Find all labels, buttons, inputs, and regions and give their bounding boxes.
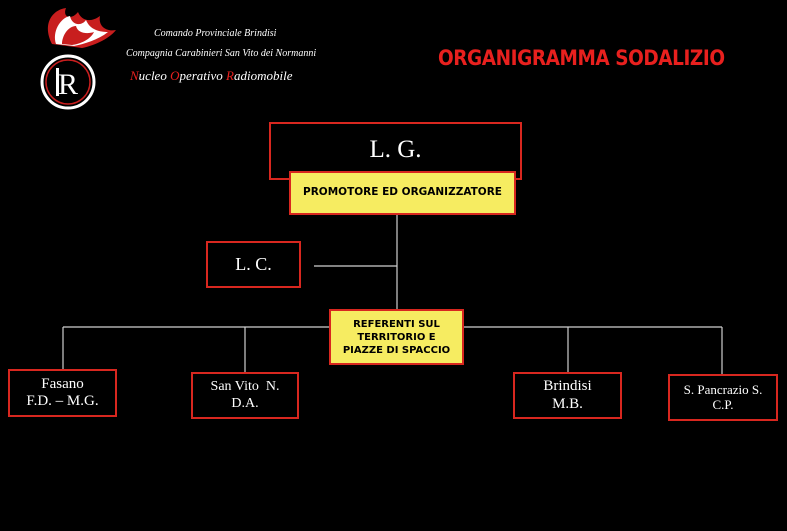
header-company-line: Compagnia Carabinieri San Vito dei Norma… (126, 48, 317, 59)
node-fasano-initials: F.D. – M.G. (26, 393, 99, 409)
node-spancrazio-name: S. Pancrazio S. (683, 381, 763, 397)
header-unit-line: Nucleo Operativo Radiomobile (130, 68, 293, 84)
node-brindisi: Brindisi M.B. (513, 372, 622, 419)
chart-title: ORGANIGRAMMA SODALIZIO (438, 46, 725, 70)
node-brindisi-name: Brindisi (543, 378, 592, 395)
node-lc: L. C. (206, 241, 301, 288)
node-fasano: Fasano F.D. – M.G. (8, 369, 117, 417)
node-referenti-line: REFERENTI SUL (353, 318, 440, 330)
header-unit-text: perativo (179, 68, 227, 83)
node-referenti: REFERENTI SUL TERRITORIO E PIAZZE DI SPA… (329, 309, 464, 365)
node-referenti-line: PIAZZE DI SPACCIO (342, 344, 451, 356)
node-spancrazio-initials: C.P. (712, 396, 734, 412)
header-unit-initial: R (226, 68, 234, 83)
header-unit-initial: N (130, 68, 139, 83)
node-sanvito-name: San Vito N. (210, 379, 280, 395)
node-lc-label: L. C. (235, 254, 272, 275)
node-fasano-name: Fasano (41, 375, 84, 392)
header-unit-initial: O (170, 68, 180, 83)
node-lg-label: L. G. (369, 136, 422, 163)
node-promotore-label: PROMOTORE ED ORGANIZZATORE (303, 186, 502, 199)
logo-monogram: R (58, 68, 78, 101)
node-sanvito-initials: D.A. (231, 395, 259, 411)
node-spancrazio: S. Pancrazio S. C.P. (668, 374, 778, 421)
node-promotore: PROMOTORE ED ORGANIZZATORE (289, 171, 516, 215)
carabinieri-grenade-logo-icon: R (40, 8, 117, 110)
header-unit-text: adiomobile (234, 68, 293, 83)
header-unit-text: ucleo (138, 68, 171, 83)
node-sanvito: San Vito N. D.A. (191, 372, 299, 419)
node-brindisi-initials: M.B. (552, 395, 583, 412)
node-referenti-line: TERRITORIO E (357, 331, 436, 343)
header-command-line: Comando Provinciale Brindisi (154, 28, 277, 39)
